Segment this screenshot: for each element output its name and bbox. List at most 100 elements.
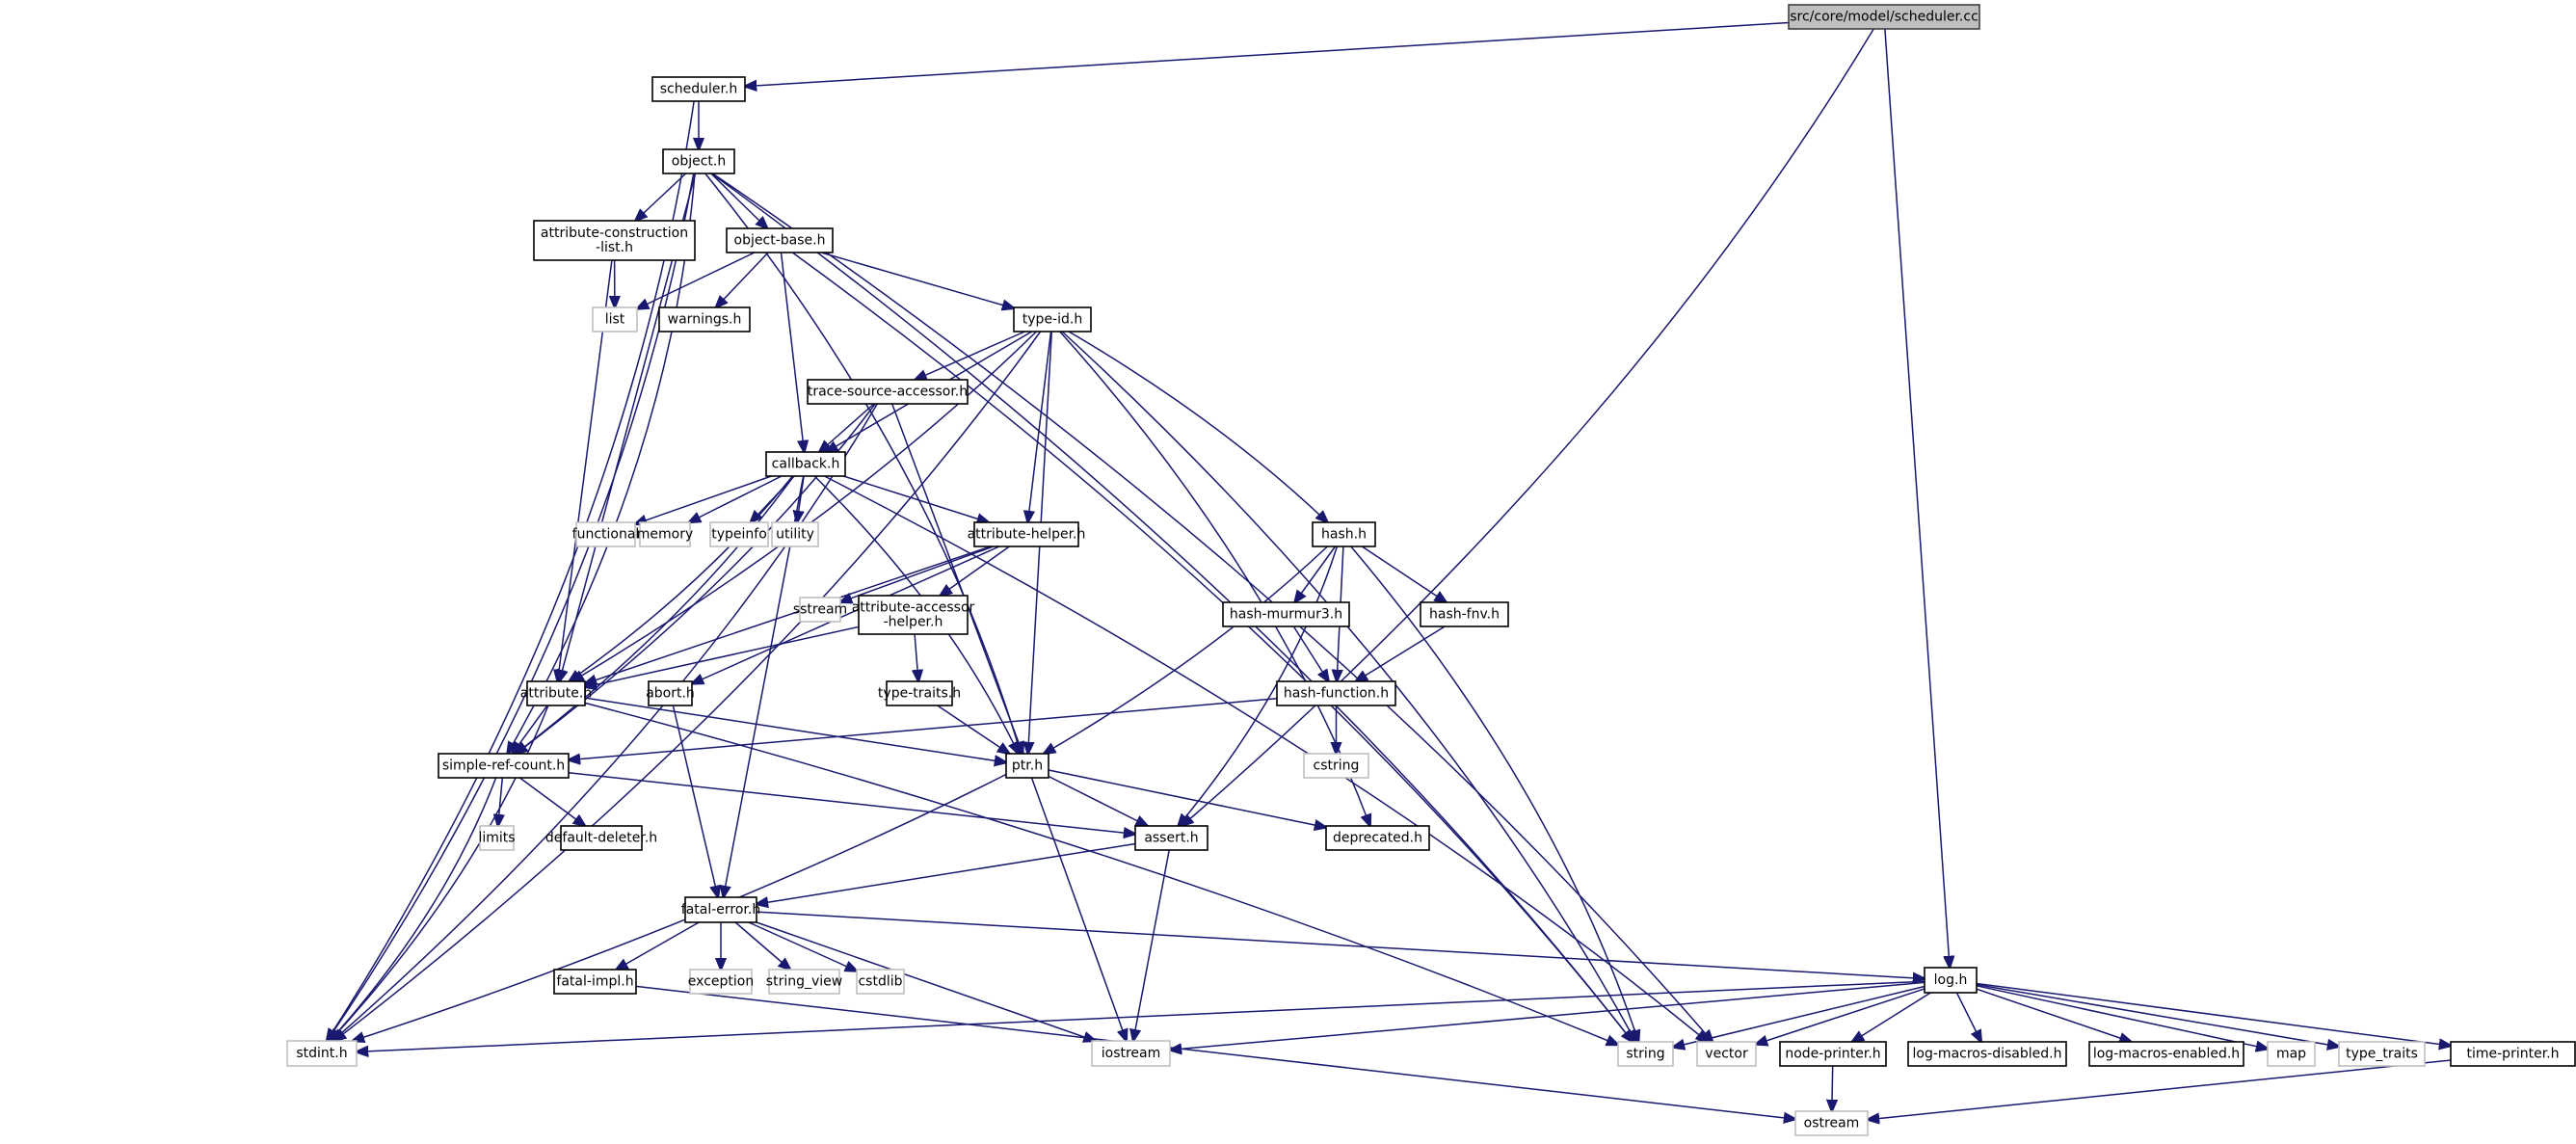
node-box bbox=[553, 969, 637, 995]
edge-fatal-error-h-to-iostream bbox=[756, 921, 1095, 1041]
node-trace-source-accessor-h[interactable]: trace-source-accessor.h bbox=[807, 379, 969, 405]
node-label: typeinfo bbox=[711, 527, 767, 543]
node-label: string bbox=[1626, 1047, 1664, 1062]
node-object-h[interactable]: object.h bbox=[662, 148, 735, 174]
node-fatal-error-h[interactable]: fatal-error.h bbox=[681, 896, 760, 923]
node-simple-ref-count-h[interactable]: simple-ref-count.h bbox=[438, 753, 570, 779]
node-box bbox=[533, 220, 696, 261]
edge-hash-h-to-hash-murmur3-h bbox=[1295, 545, 1337, 602]
edge-log-h-to-time-printer-h bbox=[1976, 982, 2451, 1047]
edge-ptr-h-to-stdint-h bbox=[353, 773, 1007, 1042]
edge-attr-accessor-helper-h-to-attribute-h bbox=[585, 625, 860, 687]
node-box bbox=[1312, 521, 1376, 547]
node-abort-h[interactable]: abort.h bbox=[646, 680, 695, 706]
node-log-h[interactable]: log.h bbox=[1924, 967, 1978, 994]
node-hash-function-h[interactable]: hash-function.h bbox=[1276, 680, 1396, 706]
node-deprecated-h[interactable]: deprecated.h bbox=[1325, 825, 1430, 851]
node-label: log-macros-enabled.h bbox=[2093, 1047, 2240, 1062]
edge-callback-h-to-utility bbox=[797, 475, 804, 522]
edge-hash-h-to-hash-fnv-h bbox=[1361, 545, 1446, 602]
node-callback-h[interactable]: callback.h bbox=[765, 451, 846, 477]
node-label: log-macros-disabled.h bbox=[1913, 1047, 2062, 1062]
node-box bbox=[2088, 1041, 2244, 1067]
node-scheduler-h[interactable]: scheduler.h bbox=[651, 76, 746, 102]
node-fatal-impl-h[interactable]: fatal-impl.h bbox=[553, 969, 637, 995]
node-warnings-h[interactable]: warnings.h bbox=[658, 306, 751, 333]
node-box bbox=[438, 753, 570, 779]
node-string: string bbox=[1617, 1041, 1674, 1067]
node-label: attribute-helper.h bbox=[968, 527, 1086, 543]
edge-log-h-to-type-traits bbox=[1976, 983, 2339, 1047]
node-box bbox=[1420, 601, 1509, 627]
node-box bbox=[2450, 1041, 2576, 1067]
node-label: -helper.h bbox=[884, 615, 943, 630]
node-box bbox=[1794, 1110, 1869, 1136]
node-attribute-h[interactable]: attribute.h bbox=[520, 680, 592, 706]
node-box bbox=[689, 969, 753, 995]
edge-node-printer-h-to-ostream bbox=[1832, 1065, 1833, 1111]
node-hash-murmur3-h[interactable]: hash-murmur3.h bbox=[1222, 601, 1350, 627]
node-label: type_traits bbox=[2346, 1047, 2418, 1062]
node-label: attribute-accessor bbox=[852, 600, 975, 616]
edge-fatal-error-h-to-string-view bbox=[734, 921, 790, 970]
node-label: list bbox=[605, 312, 625, 328]
edge-ptr-h-to-iostream bbox=[1030, 777, 1127, 1041]
edge-scheduler-cc-to-scheduler-h bbox=[745, 21, 1790, 87]
node-box bbox=[2267, 1041, 2316, 1067]
node-box bbox=[1779, 1041, 1887, 1067]
node-attr-construction-list-h[interactable]: attribute-construction-list.h bbox=[533, 220, 696, 261]
edge-hash-h-to-ptr-h bbox=[1044, 545, 1328, 754]
node-hash-fnv-h[interactable]: hash-fnv.h bbox=[1420, 601, 1509, 627]
node-scheduler-cc[interactable]: src/core/model/scheduler.cc bbox=[1788, 4, 1980, 30]
edge-assert-h-to-fatal-error-h bbox=[757, 842, 1136, 905]
node-box bbox=[1005, 753, 1049, 779]
node-cstring: cstring bbox=[1303, 753, 1369, 779]
node-log-macros-enabled-h[interactable]: log-macros-enabled.h bbox=[2088, 1041, 2244, 1067]
edge-fatal-error-h-to-log-h bbox=[756, 911, 1925, 978]
node-box bbox=[709, 521, 769, 547]
edge-assert-h-to-iostream bbox=[1133, 849, 1170, 1041]
node-label: sstream bbox=[793, 602, 847, 618]
node-ptr-h[interactable]: ptr.h bbox=[1005, 753, 1049, 779]
node-label: limits bbox=[478, 831, 515, 846]
node-time-printer-h[interactable]: time-printer.h bbox=[2450, 1041, 2576, 1067]
node-label: scheduler.h bbox=[660, 82, 738, 97]
node-label: attribute.h bbox=[520, 686, 592, 702]
node-label: memory bbox=[637, 527, 694, 543]
node-node-printer-h[interactable]: node-printer.h bbox=[1779, 1041, 1887, 1067]
node-label: exception bbox=[688, 974, 754, 990]
node-map: map bbox=[2267, 1041, 2316, 1067]
node-type-traits-h[interactable]: type-traits.h bbox=[878, 680, 961, 706]
node-label: default-deleter.h bbox=[545, 831, 657, 846]
edge-fatal-error-h-to-cstdlib bbox=[748, 921, 857, 971]
node-type-id-h[interactable]: type-id.h bbox=[1013, 306, 1092, 333]
node-assert-h[interactable]: assert.h bbox=[1134, 825, 1208, 851]
node-hash-h[interactable]: hash.h bbox=[1312, 521, 1376, 547]
node-box bbox=[1696, 1041, 1757, 1067]
node-attribute-helper-h[interactable]: attribute-helper.h bbox=[968, 521, 1086, 547]
node-box bbox=[526, 680, 586, 706]
edge-hash-murmur3-h-to-hash-function-h bbox=[1292, 625, 1328, 681]
node-object-base-h[interactable]: object-base.h bbox=[726, 227, 834, 253]
node-attr-accessor-helper-h[interactable]: attribute-accessor-helper.h bbox=[852, 595, 975, 635]
edge-scheduler-cc-to-assert-h bbox=[1182, 28, 1874, 826]
node-label: callback.h bbox=[772, 457, 840, 472]
node-sstream: sstream bbox=[793, 597, 847, 623]
edge-callback-h-to-memory bbox=[689, 475, 783, 522]
node-box bbox=[286, 1040, 358, 1067]
node-box bbox=[662, 148, 735, 174]
node-type-traits: type_traits bbox=[2338, 1041, 2426, 1067]
node-box bbox=[1788, 4, 1980, 30]
edge-attribute-h-to-stdint-h bbox=[331, 705, 549, 1041]
node-box bbox=[1276, 680, 1396, 706]
node-log-macros-disabled-h[interactable]: log-macros-disabled.h bbox=[1907, 1041, 2067, 1067]
node-memory: memory bbox=[637, 521, 694, 547]
node-box bbox=[726, 227, 834, 253]
edge-object-base-h-to-callback-h bbox=[780, 252, 805, 452]
edge-ptr-h-to-assert-h bbox=[1048, 775, 1148, 827]
node-default-deleter-h[interactable]: default-deleter.h bbox=[545, 825, 657, 851]
edge-type-id-h-to-attribute-helper-h bbox=[1028, 331, 1052, 522]
edge-attribute-h-to-string bbox=[584, 702, 1618, 1045]
edge-log-h-to-log-macros-enabled-h bbox=[1976, 988, 2131, 1042]
